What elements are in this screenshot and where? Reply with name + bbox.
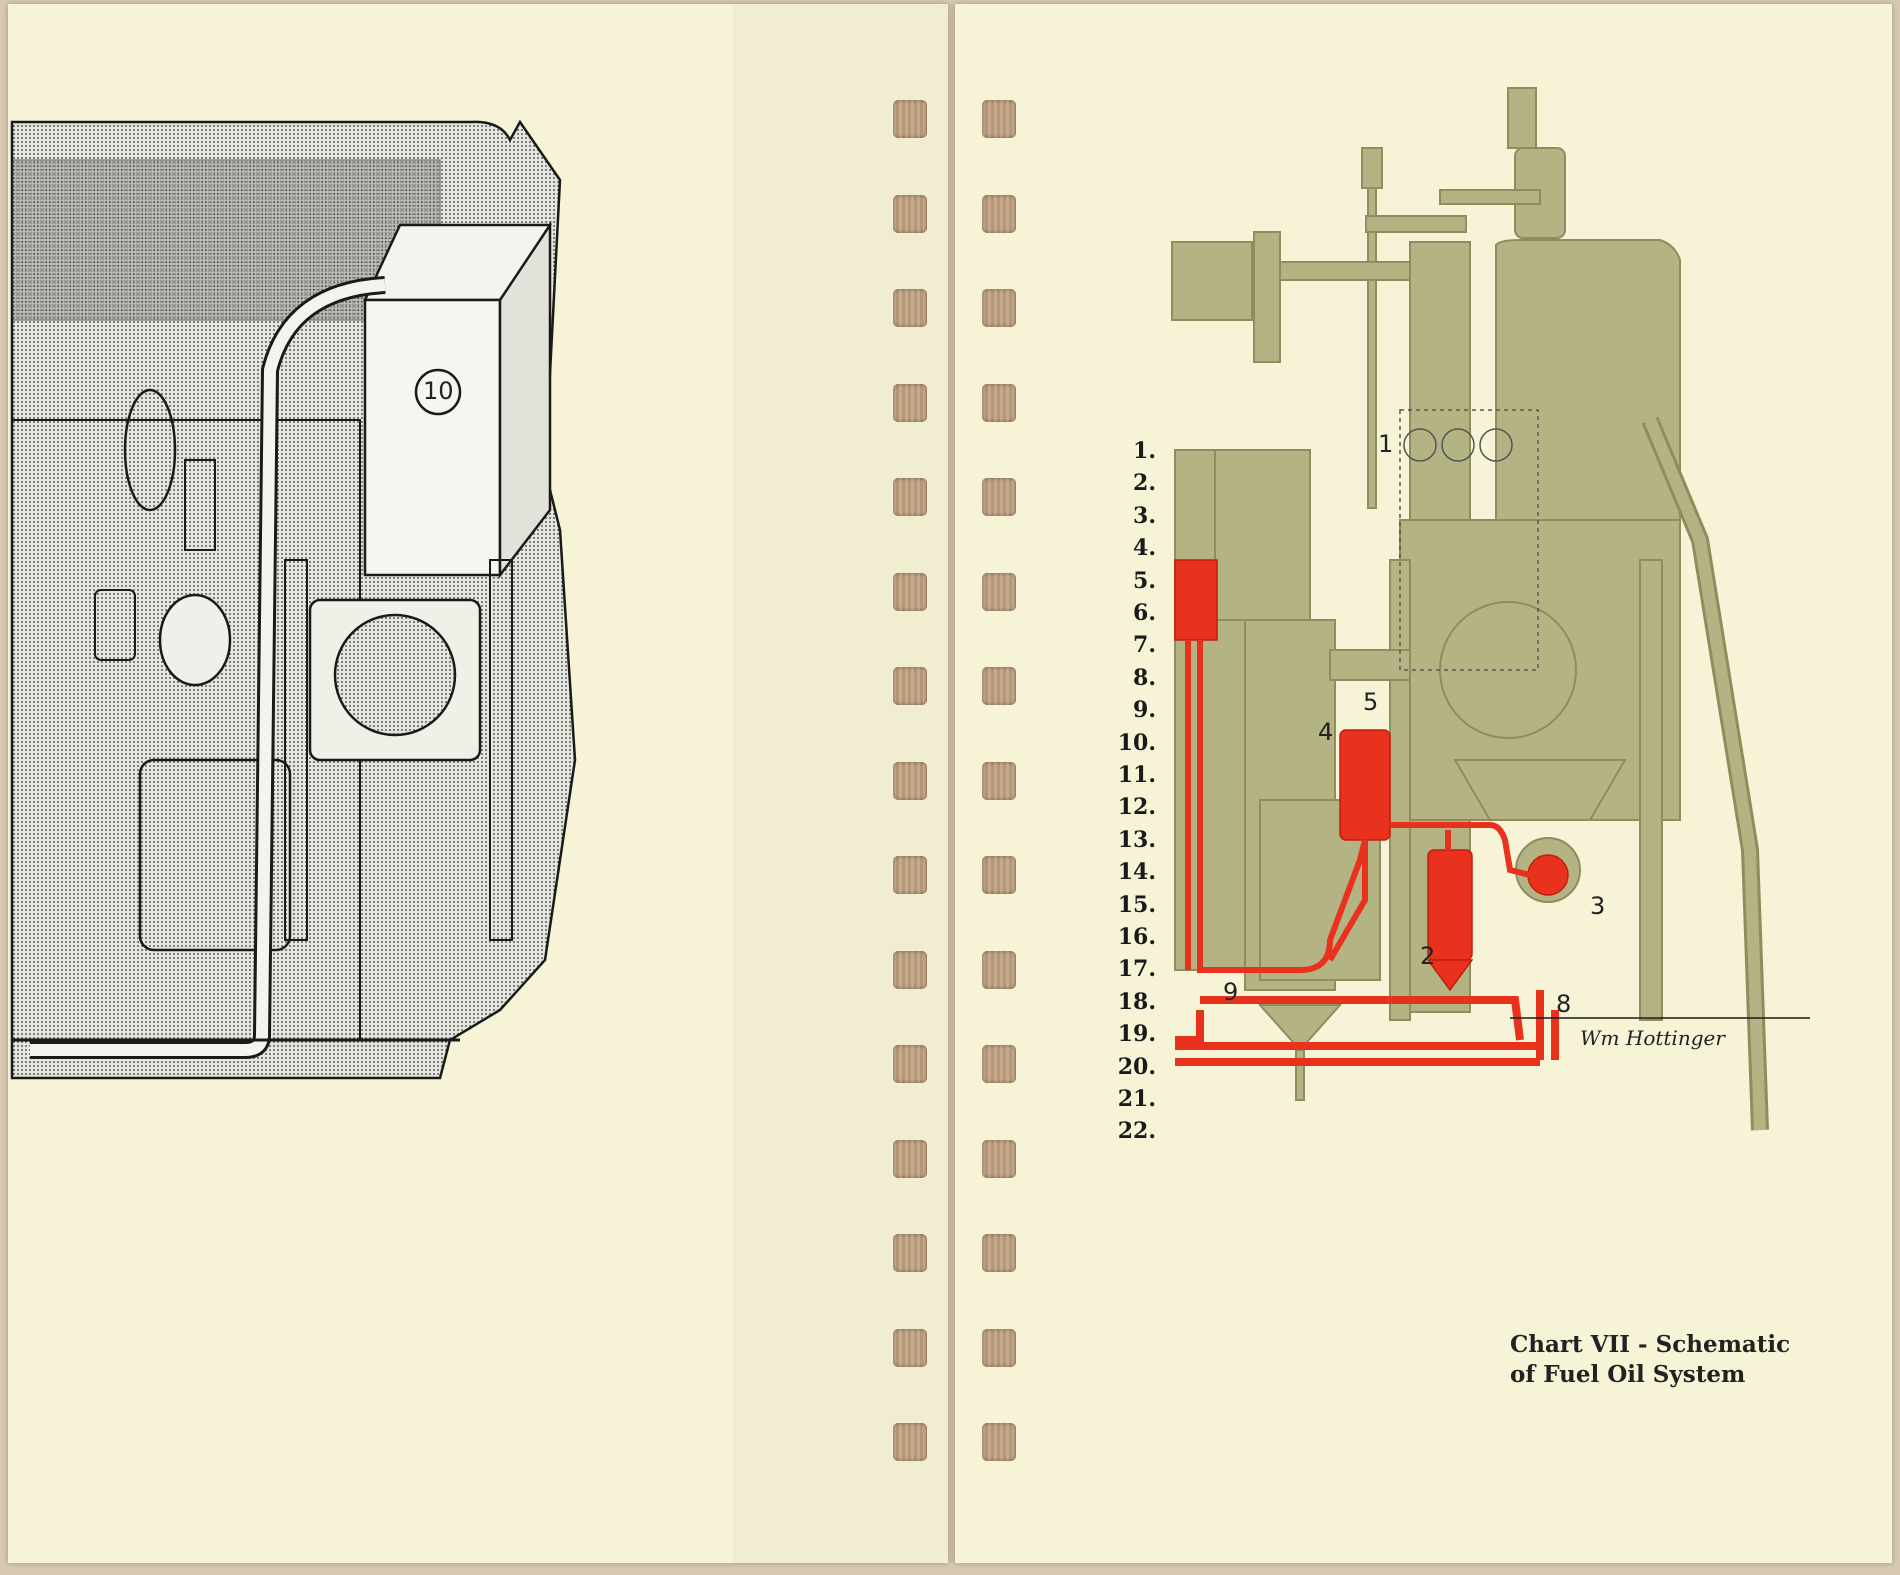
- callout-2: 2: [1420, 942, 1436, 970]
- legend-number: 15.: [1117, 891, 1156, 918]
- legend-number: 22.: [1117, 1118, 1156, 1145]
- callout-1: 1: [1378, 430, 1394, 458]
- legend-number: 6.: [1133, 600, 1156, 626]
- binding-hole: [982, 289, 1016, 327]
- binding-hole: [982, 194, 1016, 233]
- binding-hole: [893, 667, 927, 705]
- fuel-lines: [1174, 559, 1569, 992]
- binding-hole: [893, 100, 927, 138]
- callout-10: 10: [423, 377, 454, 405]
- binding-hole: [893, 572, 927, 611]
- binding-hole: [982, 761, 1016, 800]
- caption-line-2: of Fuel Oil System: [1510, 1361, 1746, 1388]
- caption-line-1: Chart VII - Schematic: [1510, 1331, 1791, 1358]
- binding-hole: [893, 1045, 927, 1083]
- binding-hole: [893, 1139, 927, 1178]
- binding-hole: [893, 1328, 927, 1367]
- binding-hole: [982, 856, 1016, 894]
- legend-number: 4.: [1133, 535, 1156, 562]
- binding-hole: [893, 289, 927, 327]
- legend-number: 3.: [1133, 502, 1156, 529]
- binding-hole: [982, 1234, 1016, 1272]
- legend-number: 10.: [1117, 729, 1156, 756]
- legend-number: 2.: [1133, 470, 1156, 497]
- binding-hole: [982, 1139, 1016, 1178]
- binding-hole: [893, 1234, 927, 1272]
- callout-4: 4: [1318, 718, 1334, 746]
- legend-number: 1.: [1133, 438, 1156, 464]
- callout-3: 3: [1590, 892, 1606, 920]
- legend-number: 18.: [1117, 988, 1156, 1015]
- artist-signature: Wm Hottinger: [1580, 1026, 1725, 1050]
- legend-number: 20.: [1117, 1053, 1156, 1080]
- binding-hole: [893, 194, 927, 233]
- callout-8: 8: [1556, 990, 1572, 1018]
- legend-number: 21.: [1117, 1086, 1156, 1112]
- legend-number: 7.: [1133, 632, 1156, 659]
- callout-9: 9: [1223, 978, 1239, 1006]
- binding-hole: [982, 1423, 1016, 1461]
- binding-hole: [893, 761, 927, 800]
- binding-hole: [893, 478, 927, 516]
- binding-hole: [982, 100, 1016, 138]
- legend-number: 14.: [1117, 859, 1156, 886]
- binding-hole: [982, 667, 1016, 705]
- legend-number: 13.: [1117, 826, 1156, 853]
- binding-hole: [893, 383, 927, 422]
- legend-number: 16.: [1117, 924, 1156, 950]
- binding-hole: [982, 383, 1016, 422]
- legend-number: 12.: [1117, 794, 1156, 821]
- legend-number: 8.: [1133, 664, 1156, 691]
- chart-caption: Chart VII - Schematic of Fuel Oil System: [1510, 1330, 1850, 1390]
- binding-hole: [982, 572, 1016, 611]
- legend-number: 17.: [1117, 956, 1156, 983]
- legend-number: 9.: [1133, 697, 1156, 724]
- binding-hole: [982, 478, 1016, 516]
- binding-hole: [982, 1045, 1016, 1083]
- legend-number: 19.: [1117, 1021, 1156, 1048]
- legend-number: 5.: [1133, 567, 1156, 594]
- binding-hole: [982, 1328, 1016, 1367]
- binding-hole: [893, 950, 927, 989]
- binding-hole: [982, 950, 1016, 989]
- legend-number: 11.: [1117, 762, 1156, 788]
- binding-hole: [893, 1423, 927, 1461]
- binding-hole: [893, 856, 927, 894]
- callout-5: 5: [1363, 688, 1379, 716]
